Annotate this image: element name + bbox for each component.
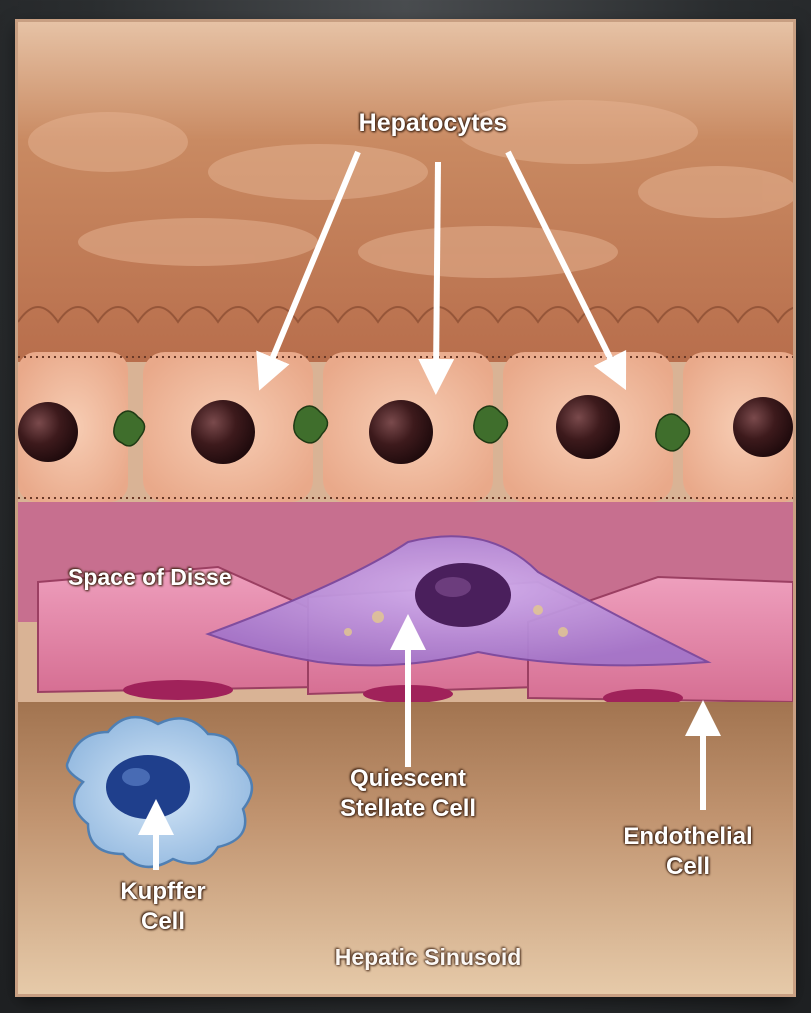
illustration-plate: Hepatocytes Space of Disse Quiescent Ste… bbox=[18, 22, 793, 994]
hepatocytes-arrow-middle bbox=[436, 162, 438, 377]
kupffer-cell-label: Kupffer Cell bbox=[78, 877, 248, 937]
hepatic-sinusoid-label: Hepatic Sinusoid bbox=[268, 942, 588, 972]
endothelial-cell-label: Endothelial Cell bbox=[583, 822, 793, 882]
kupffer-cell bbox=[67, 717, 252, 867]
stellate-cell-label: Quiescent Stellate Cell bbox=[288, 764, 528, 824]
hepatocytes-label: Hepatocytes bbox=[318, 108, 548, 138]
space-of-disse-label: Space of Disse bbox=[68, 562, 328, 592]
